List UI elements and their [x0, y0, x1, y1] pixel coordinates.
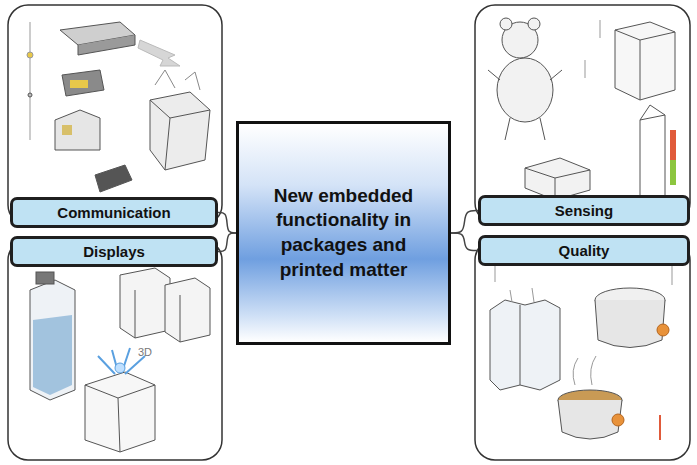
flow-arrow — [138, 40, 180, 66]
box-sketch — [85, 372, 155, 452]
bear-sketch — [500, 18, 512, 30]
bottle-cap — [36, 272, 54, 284]
carton-sketch — [640, 115, 665, 205]
node-text: Communication — [57, 204, 170, 221]
bottles-sketch — [490, 300, 560, 390]
sketch-label: 3D — [138, 346, 152, 358]
bear-sketch — [497, 58, 553, 122]
bottle-sketch — [30, 280, 75, 400]
brace-connector — [451, 211, 478, 234]
category-tab: Sensing — [478, 195, 690, 226]
package-sketch — [70, 80, 88, 88]
category-tab: Quality — [478, 235, 690, 266]
sparkle-sketch — [98, 348, 145, 374]
box-sketch — [150, 92, 210, 170]
phone-sketch — [95, 165, 132, 192]
quality-sketch — [490, 262, 672, 440]
box-sketch — [615, 22, 675, 100]
water-sketch — [33, 315, 72, 395]
illustration-panel — [8, 5, 222, 225]
bottles-sketch — [520, 305, 521, 385]
displays-sketch — [30, 268, 210, 452]
node-text: Quality — [559, 242, 610, 259]
steam-sketch — [573, 356, 596, 385]
timeline-dot — [28, 93, 32, 97]
illustration-panel — [8, 240, 222, 460]
box-sketch — [155, 70, 200, 90]
bottles-sketch — [510, 288, 534, 302]
bear-sketch — [528, 18, 540, 30]
bear-sketch — [488, 70, 562, 140]
box-sketch — [150, 100, 210, 170]
brace-connector — [451, 233, 478, 251]
illustration-panel — [475, 240, 690, 460]
category-tab: Displays — [10, 236, 218, 267]
indicator-dot — [657, 324, 669, 336]
node-text: Sensing — [555, 202, 613, 219]
indicator-bar — [670, 130, 676, 185]
package-sketch — [525, 158, 590, 200]
indicator-dot — [612, 414, 624, 426]
box-sketch — [85, 385, 155, 452]
category-tab: Communication — [10, 197, 218, 228]
carton-sketch — [640, 105, 665, 120]
carton-sketch — [165, 278, 210, 342]
node-text: Displays — [83, 243, 145, 260]
indicator-bar — [670, 160, 676, 185]
carton-sketch — [120, 268, 170, 338]
box-sketch — [615, 30, 675, 100]
glass-sketch — [585, 60, 586, 78]
central-box: New embedded functionality in packages a… — [236, 121, 451, 345]
illustration-panel — [475, 5, 690, 223]
sensing-sketch — [488, 18, 676, 205]
printer-sketch — [78, 35, 135, 55]
timeline-dot — [27, 52, 33, 58]
sparkle-sketch — [115, 363, 125, 373]
brace-connector — [218, 213, 236, 234]
factory-sketch — [55, 110, 100, 150]
package-sketch — [62, 70, 104, 96]
carton-sketch — [135, 290, 180, 342]
communication-sketch — [27, 22, 210, 192]
brace-connector — [218, 233, 236, 252]
thermometer-sketch — [600, 20, 601, 38]
thermometer-sketch — [659, 415, 661, 440]
thermometer-sketch — [672, 265, 673, 285]
factory-sketch — [62, 125, 72, 135]
timeline — [30, 22, 31, 140]
node-text: New embedded functionality in packages a… — [251, 184, 436, 283]
pot-sketch — [595, 300, 665, 348]
